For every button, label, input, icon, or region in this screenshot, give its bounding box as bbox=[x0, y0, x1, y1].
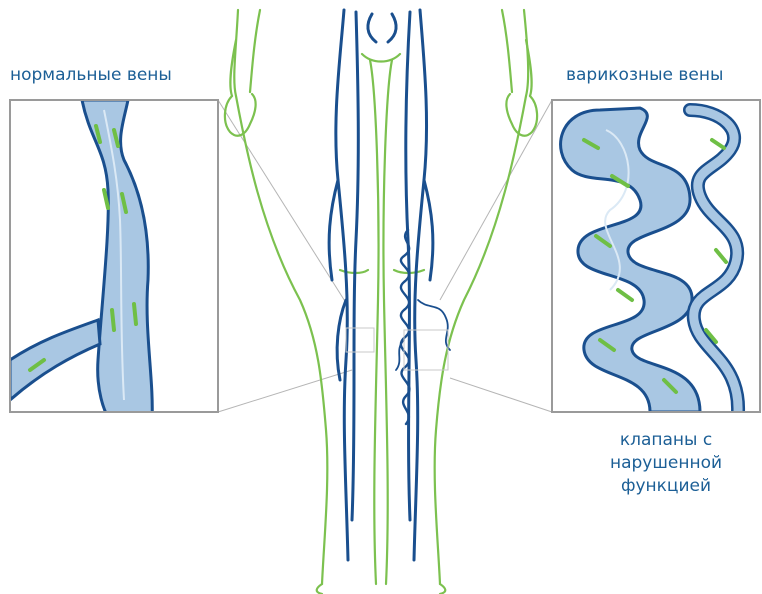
varicose-veins-label: варикозные вены bbox=[566, 64, 723, 86]
normal-veins-label: нормальные вены bbox=[10, 64, 172, 86]
faulty-valves-line-3: функцией bbox=[573, 475, 759, 498]
faulty-valves-line-2: нарушенной bbox=[573, 452, 759, 475]
faulty-valves-label: клапаны с нарушенной функцией bbox=[573, 429, 759, 498]
normal-vein-panel bbox=[10, 100, 218, 420]
varicose-vein-panel bbox=[552, 100, 760, 412]
body-outline bbox=[225, 10, 537, 594]
normal-area-marker bbox=[346, 328, 374, 352]
leg-veins bbox=[329, 10, 450, 560]
faulty-valves-line-1: клапаны с bbox=[573, 429, 759, 452]
